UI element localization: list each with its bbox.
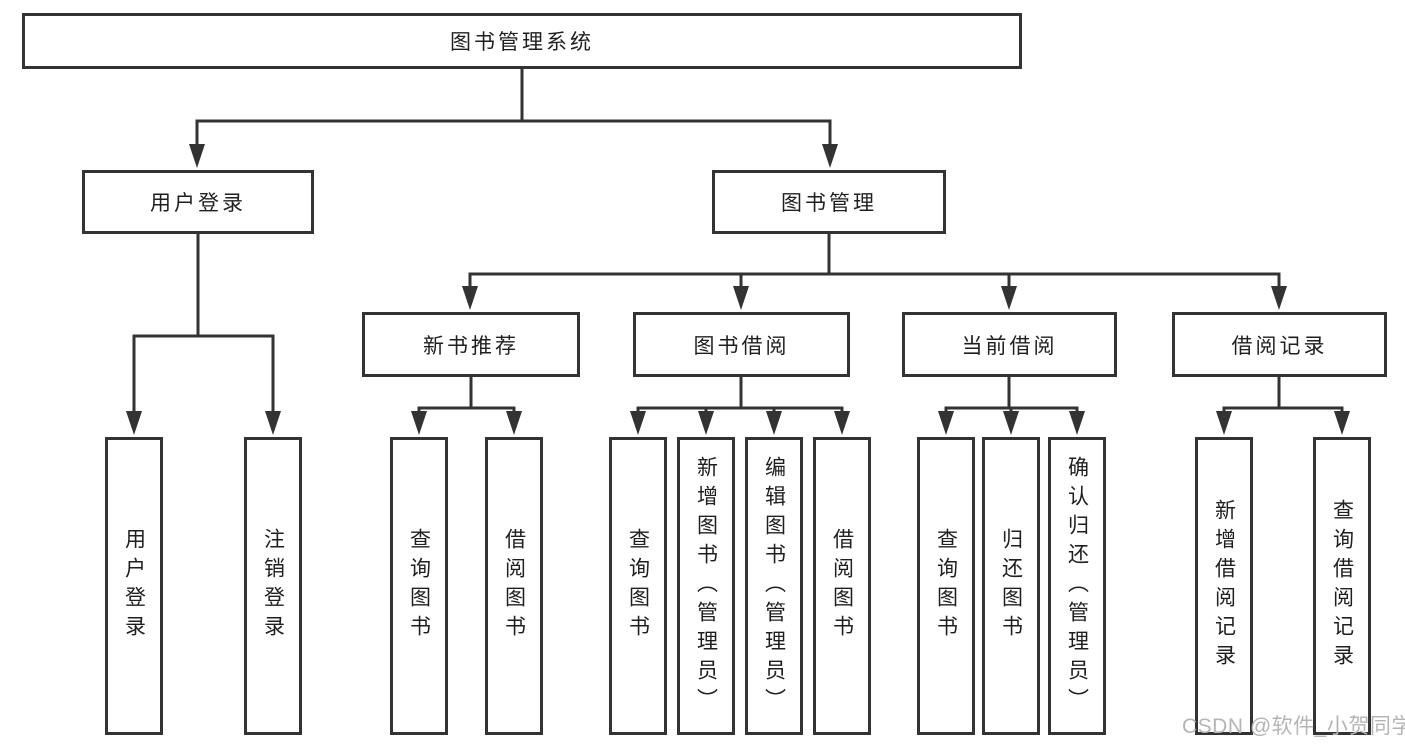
node-root-label: 图书管理系统 (450, 31, 594, 54)
node-book-borrowing: 图书借阅 (633, 312, 850, 377)
leaf-user-login-label: 用户登录 (122, 528, 146, 644)
leaf-return-books: 归还图书 (982, 437, 1040, 735)
node-book-management: 图书管理 (712, 170, 946, 234)
node-borrowing-records: 借阅记录 (1172, 312, 1387, 377)
leaf-borrow-books-borrowing-label: 借阅图书 (830, 528, 854, 644)
leaf-add-borrow-record: 新增借阅记录 (1195, 437, 1253, 735)
leaf-add-book-admin: 新增图书（管理员） (677, 437, 735, 735)
leaf-query-books-recommend-label: 查询图书 (407, 528, 431, 644)
node-current-borrowing: 当前借阅 (902, 312, 1117, 377)
leaf-edit-book-admin-label: 编辑图书（管理员） (762, 455, 786, 717)
node-user-login: 用户登录 (82, 170, 314, 234)
node-new-book-recommend: 新书推荐 (362, 312, 580, 377)
leaf-edit-book-admin: 编辑图书（管理员） (745, 437, 803, 735)
leaf-borrow-books-recommend: 借阅图书 (485, 437, 543, 735)
csdn-watermark: CSDN @软件_小贺同学 (1182, 715, 1405, 738)
leaf-query-borrow-record: 查询借阅记录 (1313, 437, 1371, 735)
leaf-return-books-label: 归还图书 (999, 528, 1023, 644)
leaf-add-borrow-record-label: 新增借阅记录 (1212, 499, 1236, 673)
leaf-confirm-return-admin: 确认归还（管理员） (1048, 437, 1106, 735)
node-user-login-label: 用户登录 (150, 192, 246, 215)
node-book-management-label: 图书管理 (781, 192, 877, 215)
leaf-logout-label: 注销登录 (261, 528, 285, 644)
node-book-borrowing-label: 图书借阅 (693, 334, 790, 358)
leaf-confirm-return-admin-label: 确认归还（管理员） (1065, 455, 1089, 717)
leaf-borrow-books-recommend-label: 借阅图书 (502, 528, 526, 644)
leaf-add-book-admin-label: 新增图书（管理员） (694, 455, 718, 717)
leaf-borrow-books-borrowing: 借阅图书 (813, 437, 871, 735)
node-current-borrowing-label: 当前借阅 (961, 334, 1058, 358)
node-borrowing-records-label: 借阅记录 (1231, 334, 1328, 358)
leaf-query-borrow-record-label: 查询借阅记录 (1330, 499, 1354, 673)
node-root: 图书管理系统 (22, 13, 1022, 69)
leaf-logout: 注销登录 (244, 437, 302, 735)
leaf-query-books-recommend: 查询图书 (390, 437, 448, 735)
leaf-user-login: 用户登录 (105, 437, 163, 735)
leaf-query-books-borrowing: 查询图书 (609, 437, 667, 735)
leaf-query-books-current: 查询图书 (917, 437, 975, 735)
node-new-book-recommend-label: 新书推荐 (423, 334, 519, 358)
leaf-query-books-borrowing-label: 查询图书 (626, 528, 650, 644)
leaf-query-books-current-label: 查询图书 (934, 528, 958, 644)
